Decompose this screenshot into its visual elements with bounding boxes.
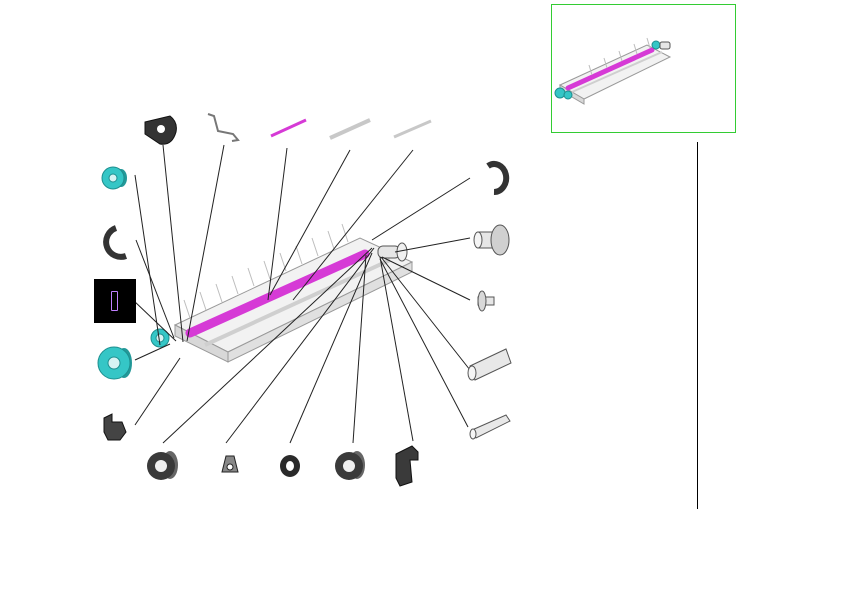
clip-bracket xyxy=(103,413,127,441)
gear-cyan-small xyxy=(101,166,127,190)
selected-part-icon xyxy=(111,291,118,311)
collar xyxy=(221,455,239,473)
e-clip-right xyxy=(486,161,510,196)
wire-spring xyxy=(207,113,240,142)
bushing-2 xyxy=(335,451,365,480)
tube-sleeve xyxy=(467,348,512,381)
guide-bar-2 xyxy=(393,119,432,139)
vertical-divider xyxy=(697,142,698,509)
flange-bearing xyxy=(473,224,510,256)
thumbnail-frame[interactable] xyxy=(551,4,736,133)
bracket-plate xyxy=(144,115,177,145)
gear-cyan-large xyxy=(97,346,132,380)
guide-bar-1 xyxy=(329,118,371,140)
bushing-1 xyxy=(147,451,178,480)
assembled-thumbnail xyxy=(554,37,672,105)
e-clip-left xyxy=(103,225,128,260)
roller-on-assembly xyxy=(185,249,370,338)
washer xyxy=(280,455,300,477)
assembly-gear xyxy=(150,328,170,348)
selected-part-marker[interactable] xyxy=(94,279,136,323)
pin xyxy=(477,290,495,312)
shaft xyxy=(469,414,511,440)
leader-lines xyxy=(132,144,471,444)
main-assembly xyxy=(150,223,414,363)
magenta-roller xyxy=(270,118,307,138)
block-holder xyxy=(395,445,419,487)
